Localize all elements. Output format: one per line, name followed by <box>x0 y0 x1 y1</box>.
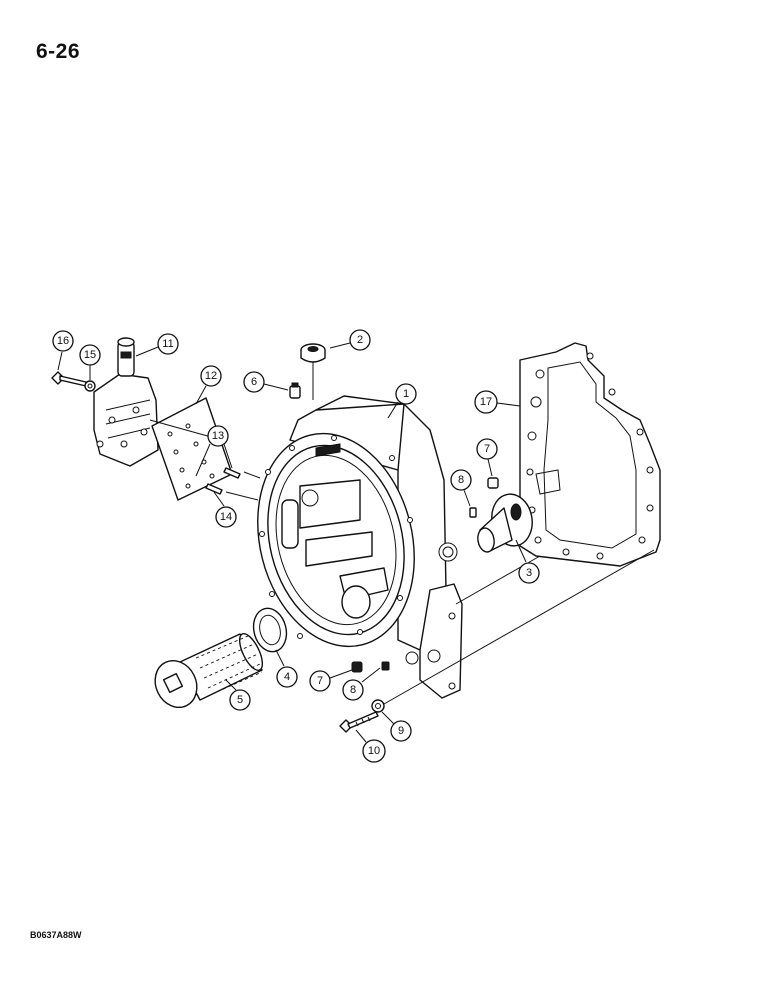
callout-7b: 7 <box>309 669 353 692</box>
valve-body-part <box>93 337 159 467</box>
pin-14-part <box>205 483 223 495</box>
callout-11: 11 <box>135 333 179 357</box>
callout-2: 2 <box>329 329 371 351</box>
figure-code: B0637A88W <box>30 930 82 940</box>
callout-8b: 8 <box>342 667 381 701</box>
transmission-housing-part <box>257 395 463 699</box>
callout-14-label: 14 <box>220 511 232 523</box>
bolt-16-part <box>51 371 87 387</box>
small-plug-part <box>289 382 301 399</box>
callout-9: 9 <box>381 711 412 742</box>
washer-part <box>252 607 288 653</box>
callout-14: 14 <box>213 491 237 528</box>
plug-part <box>300 343 326 370</box>
screw-8-lower-part <box>381 661 390 671</box>
callout-17-label: 17 <box>480 396 492 408</box>
bolt-10-part <box>339 711 379 733</box>
callout-4-label: 4 <box>284 671 290 683</box>
callout-7a-label: 7 <box>484 443 490 455</box>
pin-13-part <box>223 467 241 479</box>
callout-16: 16 <box>52 330 74 371</box>
callout-12-label: 12 <box>205 370 217 382</box>
callout-6-label: 6 <box>251 376 257 388</box>
separator-plate-part <box>151 397 233 501</box>
screw-8-upper-part <box>469 507 477 518</box>
callout-2-label: 2 <box>357 334 363 346</box>
callout-13-label: 13 <box>212 430 224 442</box>
callout-17: 17 <box>474 390 521 414</box>
callout-10: 10 <box>355 729 386 763</box>
sleeve-part <box>477 493 533 553</box>
page-number: 6-26 <box>36 40 81 63</box>
callout-7b-label: 7 <box>317 675 323 687</box>
filter-part <box>154 632 264 708</box>
plug-7-lower-part <box>351 661 363 673</box>
callout-15-label: 15 <box>84 349 96 361</box>
callout-3-label: 3 <box>526 567 532 579</box>
plug-7-upper-part <box>487 477 499 489</box>
callout-10-label: 10 <box>368 745 380 757</box>
callout-15: 15 <box>79 344 101 380</box>
callout-1: 1 <box>387 383 417 419</box>
callout-4: 4 <box>275 649 298 688</box>
callout-11-label: 11 <box>162 338 173 350</box>
callout-16-label: 16 <box>57 335 69 347</box>
callout-13: 13 <box>195 425 233 477</box>
callout-9-label: 9 <box>398 725 404 737</box>
callout-8a-label: 8 <box>458 474 464 486</box>
callout-5: 5 <box>225 679 251 711</box>
callout-3: 3 <box>515 539 540 584</box>
callout-5-label: 5 <box>237 694 243 706</box>
gasket-part <box>519 342 661 567</box>
callout-12: 12 <box>195 365 222 405</box>
washer-15-part <box>84 380 96 392</box>
callout-8a: 8 <box>450 469 472 507</box>
callout-8b-label: 8 <box>350 684 356 696</box>
callout-7a: 7 <box>476 438 498 477</box>
callout-6: 6 <box>243 371 289 393</box>
callout-1-label: 1 <box>403 388 409 400</box>
nut-9-part <box>371 699 385 713</box>
